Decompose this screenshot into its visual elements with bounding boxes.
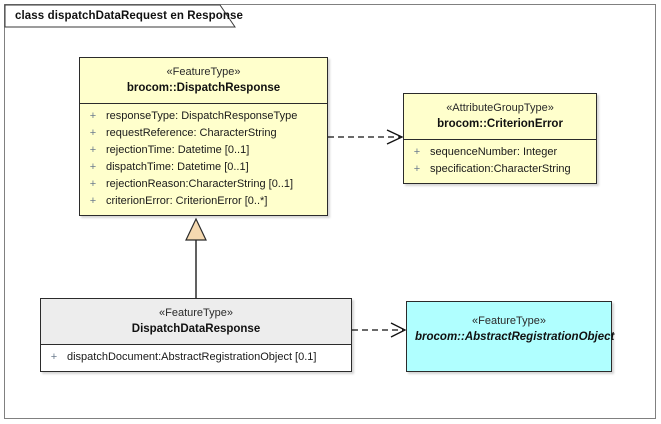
attribute-text: responseType: DispatchResponseType <box>106 109 298 122</box>
attribute-text: dispatchTime: Datetime [0..1] <box>106 160 249 173</box>
class-stereotype: «FeatureType» <box>159 307 233 319</box>
attribute-visibility: + <box>413 162 421 175</box>
attribute-visibility: + <box>89 109 97 122</box>
class-attributes-dispatch-data-response: + dispatchDocument:AbstractRegistrationO… <box>41 345 351 371</box>
attribute-text: rejectionTime: Datetime [0..1] <box>106 143 250 156</box>
attribute-row[interactable]: + rejectionReason:CharacterString [0..1] <box>80 176 327 193</box>
attribute-text: dispatchDocument:AbstractRegistrationObj… <box>67 350 317 363</box>
attribute-row[interactable]: + rejectionTime: Datetime [0..1] <box>80 142 327 159</box>
attribute-visibility: + <box>89 126 97 139</box>
class-header-criterion-error: «AttributeGroupType» brocom::CriterionEr… <box>404 94 596 140</box>
attribute-row[interactable]: + requestReference: CharacterString <box>80 125 327 142</box>
attribute-text: specification:CharacterString <box>430 162 571 175</box>
attribute-text: criterionError: CriterionError [0..*] <box>106 194 268 207</box>
attribute-row[interactable]: + responseType: DispatchResponseType <box>80 108 327 125</box>
class-box-criterion-error[interactable]: «AttributeGroupType» brocom::CriterionEr… <box>403 93 597 184</box>
class-box-abstract-registration-object[interactable]: «FeatureType» brocom::AbstractRegistrati… <box>406 301 615 372</box>
class-stereotype: «AttributeGroupType» <box>446 102 554 114</box>
class-header-dispatch-data-response: «FeatureType» DispatchDataResponse <box>41 299 351 345</box>
class-attributes-criterion-error: + sequenceNumber: Integer + specificatio… <box>404 140 596 183</box>
class-box-dispatch-response[interactable]: «FeatureType» brocom::DispatchResponse +… <box>79 57 328 216</box>
attribute-visibility: + <box>89 194 97 207</box>
attribute-text: rejectionReason:CharacterString [0..1] <box>106 177 294 190</box>
class-stereotype: «FeatureType» <box>472 315 546 327</box>
frame-label: class dispatchDataRequest en Response <box>5 5 243 27</box>
attribute-row[interactable]: + dispatchTime: Datetime [0..1] <box>80 159 327 176</box>
attribute-row[interactable]: + sequenceNumber: Integer <box>404 144 596 161</box>
attribute-visibility: + <box>50 350 58 363</box>
class-name: DispatchDataResponse <box>131 322 261 335</box>
attribute-text: requestReference: CharacterString <box>106 126 277 139</box>
frame-label-text: class dispatchDataRequest en Response <box>15 10 244 22</box>
attribute-row[interactable]: + dispatchDocument:AbstractRegistrationO… <box>41 349 351 366</box>
attribute-text: sequenceNumber: Integer <box>430 145 558 158</box>
attribute-visibility: + <box>89 143 97 156</box>
class-stereotype: «FeatureType» <box>166 66 241 78</box>
attribute-visibility: + <box>89 177 97 190</box>
attribute-row[interactable]: + criterionError: CriterionError [0..*] <box>80 193 327 210</box>
class-name: brocom::AbstractRegistrationObject <box>415 330 615 343</box>
attribute-row[interactable]: + specification:CharacterString <box>404 161 596 178</box>
class-box-dispatch-data-response[interactable]: «FeatureType» DispatchDataResponse + dis… <box>40 298 352 372</box>
attribute-visibility: + <box>413 145 421 158</box>
attribute-visibility: + <box>89 160 97 173</box>
class-header-abstract-registration-object: «FeatureType» brocom::AbstractRegistrati… <box>407 302 615 352</box>
class-attributes-dispatch-response: + responseType: DispatchResponseType + r… <box>80 104 327 215</box>
class-header-dispatch-response: «FeatureType» brocom::DispatchResponse <box>80 58 327 104</box>
class-name: brocom::DispatchResponse <box>126 81 281 94</box>
class-name: brocom::CriterionError <box>437 117 563 130</box>
